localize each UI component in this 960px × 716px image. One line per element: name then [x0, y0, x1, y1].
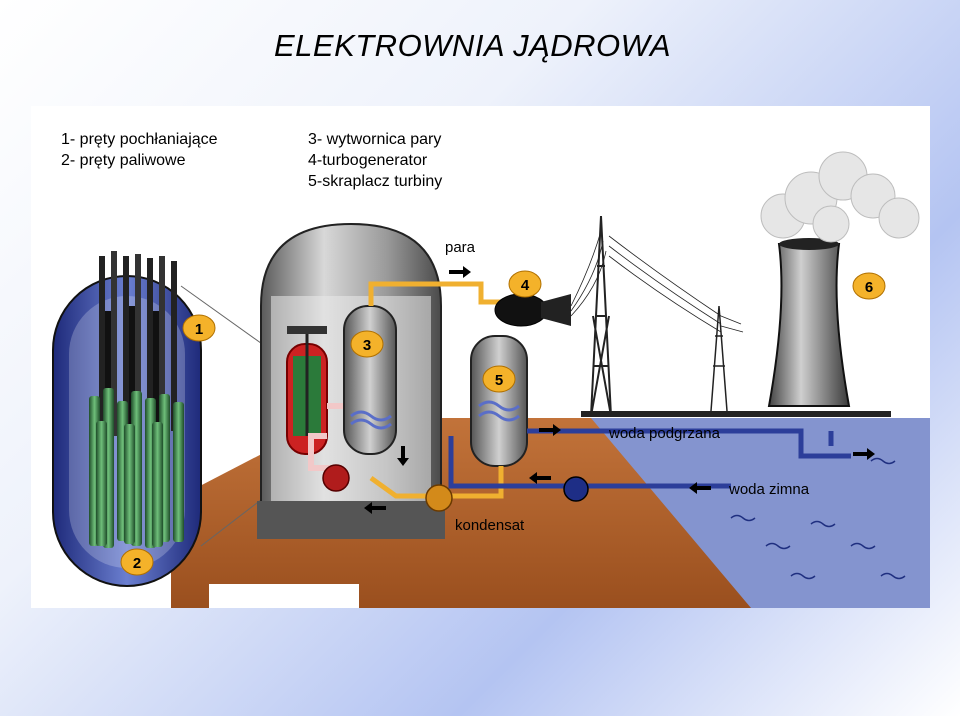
legend-item-5: 5-skraplacz turbiny	[308, 173, 442, 190]
river	[591, 418, 930, 608]
cooling-pump	[563, 476, 589, 502]
svg-text:2: 2	[133, 555, 141, 572]
generator-body	[541, 294, 571, 326]
legend-item-2: 2- pręty paliwowe	[61, 152, 186, 169]
marker-5: 5	[482, 365, 516, 393]
cold-water-pipe	[448, 436, 731, 489]
svg-text:1: 1	[195, 321, 203, 338]
power-lines	[570, 230, 744, 333]
steam-pipe	[368, 281, 501, 306]
label-para: para	[445, 239, 476, 256]
cooling-tower	[767, 238, 851, 407]
feedwater-pump	[425, 484, 453, 512]
pylon-large	[590, 215, 612, 417]
nuclear-plant-diagram: 1- pręty pochłaniające 2- pręty paliwowe…	[31, 106, 930, 608]
svg-text:3: 3	[363, 337, 371, 354]
water-ripples	[730, 457, 906, 580]
marker-3: 3	[350, 330, 384, 358]
marker-2: 2	[120, 548, 154, 576]
steam-generator	[343, 305, 397, 455]
pylon-small	[710, 305, 728, 412]
warm-water-pipe	[527, 428, 851, 459]
label-woda-zimna: woda zimna	[728, 481, 810, 498]
slide-title: ELEKTROWNIA JĄDROWA	[273, 28, 672, 63]
blank-patch	[209, 584, 359, 608]
control-rods	[99, 251, 177, 436]
marker-1: 1	[182, 314, 216, 342]
reactor-vessel-detail	[52, 251, 202, 587]
marker-4: 4	[508, 270, 542, 298]
steam-cloud	[760, 151, 920, 243]
label-woda-podgrzana: woda podgrzana	[608, 425, 721, 442]
svg-text:5: 5	[495, 372, 503, 389]
condenser	[470, 335, 528, 467]
flow-arrows	[364, 266, 875, 514]
label-kondensat: kondensat	[455, 517, 525, 534]
svg-text:6: 6	[865, 279, 873, 296]
fuel-rods	[89, 388, 184, 548]
reactor-core	[286, 326, 328, 455]
svg-text:4: 4	[521, 277, 530, 294]
marker-6: 6	[852, 272, 886, 300]
legend-item-4: 4-turbogenerator	[308, 152, 428, 169]
primary-pump	[322, 464, 350, 492]
legend-item-3: 3- wytwornica pary	[308, 131, 441, 148]
turbogenerator	[494, 293, 548, 327]
legend-item-1: 1- pręty pochłaniające	[61, 131, 218, 148]
